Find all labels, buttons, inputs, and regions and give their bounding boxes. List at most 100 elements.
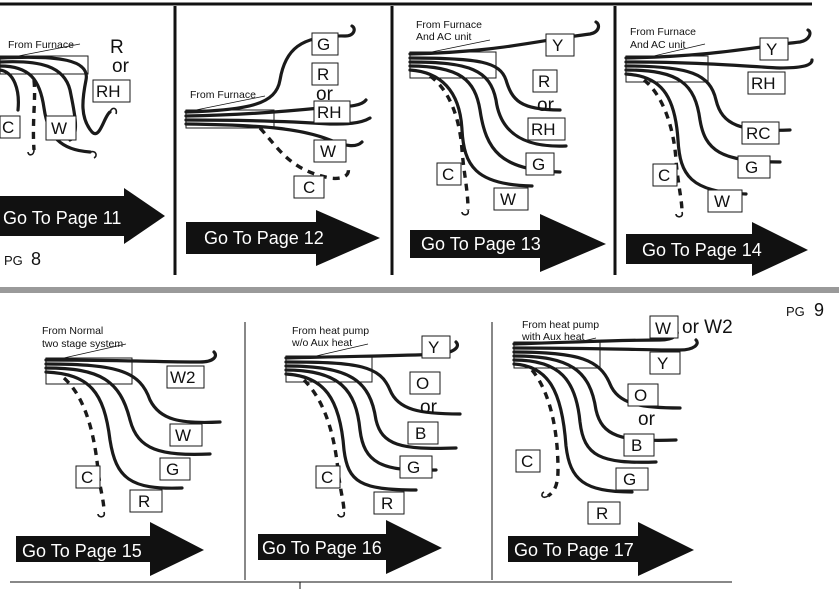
page-prefix: PG <box>4 253 23 268</box>
terminal-b: B <box>631 436 642 455</box>
or-text: or <box>537 95 555 116</box>
goto-page-17-link[interactable]: Go To Page 17 <box>514 540 634 560</box>
wire-c-dashed <box>258 126 351 181</box>
wire-g <box>512 358 658 464</box>
wire-b <box>284 364 458 450</box>
goto-arrow[interactable] <box>0 188 165 244</box>
terminal-c: C <box>658 166 670 185</box>
panel-subtitle: w/o Aux heat <box>291 337 352 349</box>
wire-w <box>184 122 364 148</box>
panel-title: From Normal <box>42 325 103 337</box>
wire-rh <box>624 58 814 70</box>
wire-w <box>624 72 748 196</box>
goto-arrow[interactable] <box>258 520 442 574</box>
wire-c-dashed <box>642 78 684 213</box>
panel-title: From Furnace <box>630 26 696 38</box>
terminal-r: R <box>381 494 393 513</box>
terminal-w: W <box>714 192 730 211</box>
terminal-rh: RH <box>531 120 556 139</box>
terminal-rc: RC <box>746 124 771 143</box>
or-text: or <box>638 409 656 430</box>
wire-o <box>284 360 462 416</box>
terminal-c: C <box>303 178 315 197</box>
terminal-g: G <box>745 158 758 177</box>
terminal-c: C <box>81 468 93 487</box>
panel-title: From Furnace <box>416 19 482 31</box>
wire-c-dashed <box>302 378 346 513</box>
panel-title: From Furnace <box>190 89 256 101</box>
terminal-w2: W2 <box>170 368 196 387</box>
terminal-w: W <box>51 119 67 138</box>
wire-w <box>0 64 92 154</box>
terminal-c: C <box>2 118 14 137</box>
page-number: 8 <box>31 249 41 269</box>
terminal-c: C <box>321 468 333 487</box>
goto-arrow[interactable] <box>626 222 808 276</box>
goto-page-14-link[interactable]: Go To Page 14 <box>642 240 762 260</box>
terminal-y: Y <box>657 354 668 373</box>
terminal-b: B <box>415 424 426 443</box>
panel-subtitle: And AC unit <box>630 39 686 51</box>
panel-page-11: From Furnace R or RH C W Go To Page 11 <box>0 37 165 244</box>
page-number: 9 <box>814 300 824 320</box>
panel-page-17: From heat pump with Aux heat W or W2 Y O… <box>508 315 733 576</box>
panel-subtitle: two stage system <box>42 338 123 350</box>
wire-y <box>512 338 699 352</box>
goto-page-11-link[interactable]: Go To Page 11 <box>3 208 121 228</box>
terminal-rh: RH <box>96 82 121 101</box>
wire-g <box>184 24 356 114</box>
wire-g <box>44 366 212 456</box>
terminal-g: G <box>407 458 420 477</box>
panel-subtitle: And AC unit <box>416 31 472 43</box>
goto-page-13-link[interactable]: Go To Page 13 <box>421 234 541 254</box>
wire-r <box>512 362 634 494</box>
goto-arrow[interactable] <box>16 522 204 576</box>
terminal-r: R <box>596 504 608 523</box>
terminal-rh: RH <box>751 74 776 93</box>
terminal-rh: RH <box>317 103 342 122</box>
panel-title: From heat pump <box>522 319 599 331</box>
wire-c-dashed <box>62 376 106 513</box>
goto-arrow[interactable] <box>186 210 380 266</box>
or-text: or <box>112 56 130 77</box>
terminal-r: R <box>110 37 124 58</box>
page-label-8: PG 8 <box>4 249 41 269</box>
wire-g <box>408 64 562 174</box>
terminal-w: W <box>320 142 336 161</box>
terminal-y: Y <box>766 40 777 59</box>
terminal-r: R <box>317 65 329 84</box>
or-text: or <box>420 397 438 418</box>
terminal-g: G <box>623 470 636 489</box>
wire-c-dashed <box>31 79 37 151</box>
or-text: or <box>316 84 334 105</box>
or-w2-text: or W2 <box>682 317 733 338</box>
page-prefix: PG <box>786 304 805 319</box>
terminal-y: Y <box>428 338 439 357</box>
terminal-y: Y <box>552 36 563 55</box>
panel-subtitle: with Aux heat <box>521 331 585 343</box>
goto-arrow[interactable] <box>508 522 694 576</box>
terminal-g: G <box>532 155 545 174</box>
page-label-9: PG 9 <box>786 300 824 320</box>
terminal-o: O <box>634 386 647 405</box>
terminal-c: C <box>521 452 533 471</box>
panel-page-15: From Normal two stage system W2 W G C R … <box>16 325 222 576</box>
terminal-g: G <box>166 460 179 479</box>
terminal-r: R <box>138 492 150 511</box>
goto-page-15-link[interactable]: Go To Page 15 <box>22 541 142 561</box>
wire-g <box>624 68 782 164</box>
terminal-w: W <box>500 190 516 209</box>
wire-c-dashed <box>428 74 470 211</box>
wire-r <box>44 370 184 490</box>
panel-page-12: From Furnace G R or RH W C Go To Page 12 <box>184 24 380 266</box>
terminal-c: C <box>442 165 454 184</box>
goto-page-12-link[interactable]: Go To Page 12 <box>204 228 324 248</box>
wire-g <box>284 368 438 472</box>
goto-page-16-link[interactable]: Go To Page 16 <box>262 538 382 558</box>
terminal-w: W <box>655 319 671 338</box>
panel-page-16: From heat pump w/o Aux heat Y O or B G C… <box>258 325 462 574</box>
panel-title: From Furnace <box>8 39 74 51</box>
terminal-r: R <box>538 72 550 91</box>
terminal-w: W <box>175 426 191 445</box>
goto-arrow[interactable] <box>410 214 606 272</box>
